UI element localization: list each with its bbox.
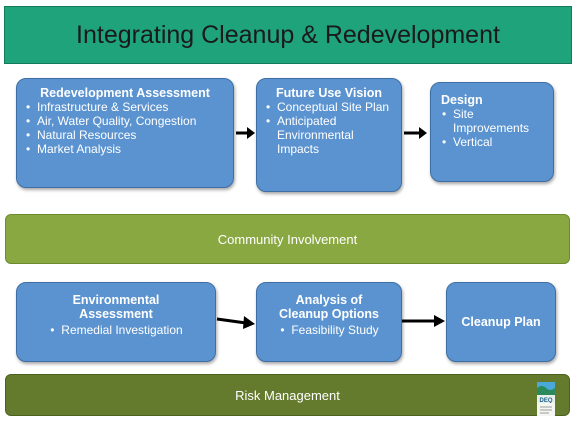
risk-management-label: Risk Management [235,387,340,403]
bullet-feasibility-study: Feasibility Study [279,323,378,337]
bullet-air-water: Air, Water Quality, Congestion [25,114,225,128]
cleanup-plan-box: Cleanup Plan [446,282,556,362]
cleanup-options-box: Analysis of Cleanup Options Feasibility … [256,282,402,362]
community-involvement-band: Community Involvement [5,214,570,264]
cleanup-options-heading: Analysis of Cleanup Options [279,293,379,321]
bullet-infrastructure: Infrastructure & Services [25,100,225,114]
bullet-site-improvements: Site Improvements [441,107,543,135]
design-heading: Design [441,93,483,107]
cleanup-plan-heading: Cleanup Plan [461,315,541,329]
arrow-right-icon [402,315,445,327]
title-bar: Integrating Cleanup & Redevelopment [4,6,572,64]
arrow-right-icon [236,127,255,139]
bullet-natural-resources: Natural Resources [25,128,225,142]
environmental-assessment-heading: Environmental Assessment [72,293,160,321]
bullet-conceptual-site-plan: Conceptual Site Plan [265,100,393,114]
future-use-vision-heading: Future Use Vision [275,86,383,100]
arrow-right-icon [216,316,255,329]
deq-logo: DEQ [537,382,555,416]
community-involvement-label: Community Involvement [217,231,358,247]
bullet-market-analysis: Market Analysis [25,142,225,156]
environmental-assessment-box: Environmental Assessment Remedial Invest… [16,282,216,362]
deq-logo-text: DEQ [539,398,552,404]
redevelopment-assessment-box: Redevelopment Assessment Infrastructure … [16,78,234,188]
bullet-vertical: Vertical [441,135,543,149]
redevelopment-assessment-heading: Redevelopment Assessment [40,86,210,100]
arrow-right-icon [404,127,427,139]
future-use-vision-box: Future Use Vision Conceptual Site Plan A… [256,78,402,192]
risk-management-band: Risk Management [5,374,570,416]
bullet-remedial-investigation: Remedial Investigation [49,323,182,337]
design-box: Design Site Improvements Vertical [430,82,554,182]
slide-title: Integrating Cleanup & Redevelopment [76,20,500,49]
bullet-environmental-impacts: Anticipated Environmental Impacts [265,114,393,156]
